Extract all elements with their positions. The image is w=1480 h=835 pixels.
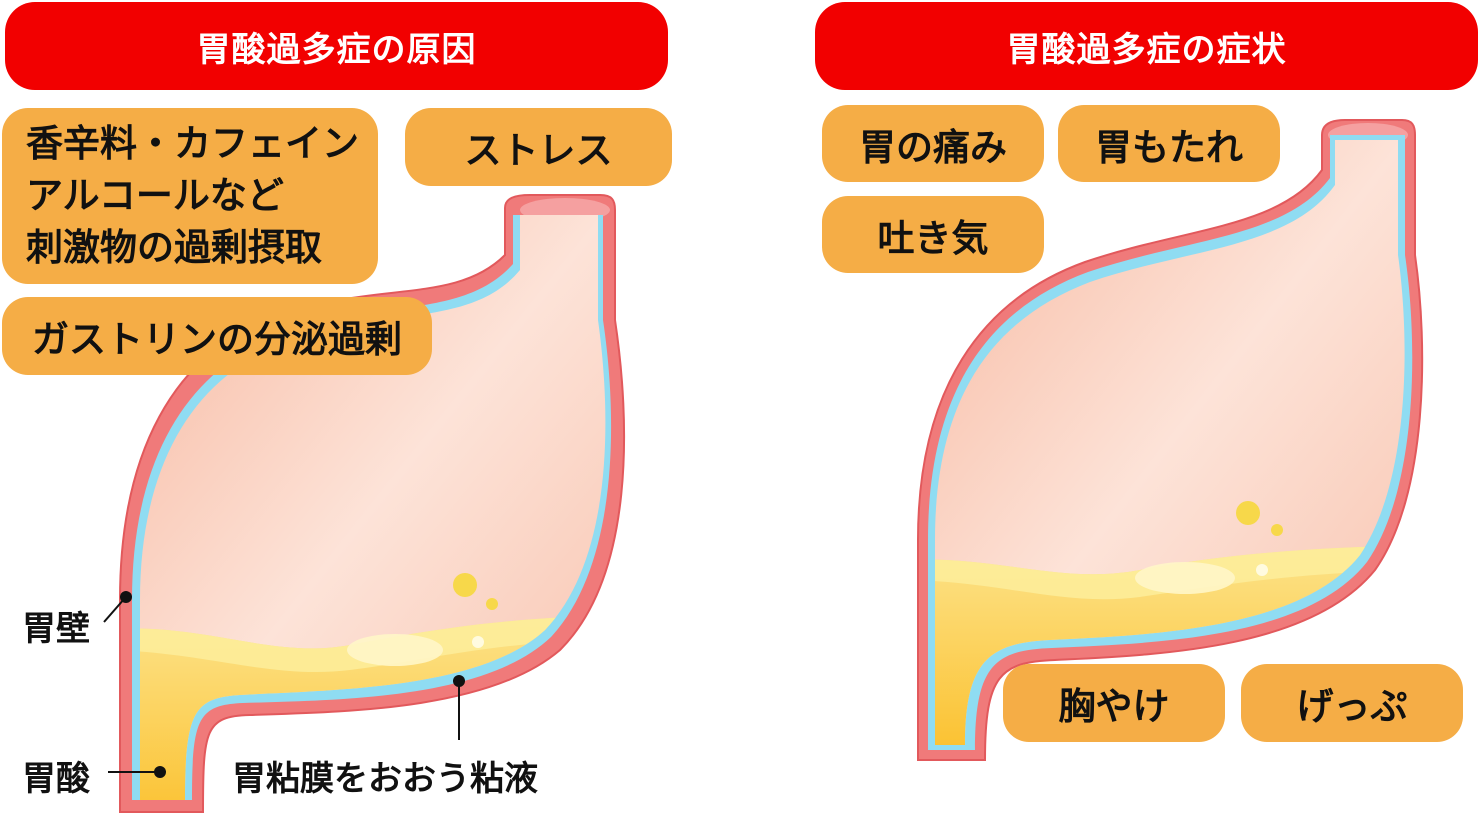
right-bubble-small — [1271, 524, 1283, 536]
symptom-burp-label: げっぷ — [1296, 685, 1408, 728]
symptom-pain-tag: 胃の痛み — [822, 105, 1044, 182]
symptom-heartburn-label: 胸やけ — [1058, 685, 1170, 728]
symptom-nausea-tag: 吐き気 — [822, 196, 1044, 273]
right-bubble-large — [1236, 501, 1260, 525]
cause-line-1: 香辛料・カフェイン — [26, 122, 359, 165]
symptom-heaviness-label: 胃もたれ — [1095, 125, 1243, 169]
symptoms-header: 胃酸過多症の症状 — [815, 2, 1478, 90]
left-bubble-small — [486, 598, 498, 610]
mucus-pointer-dot — [453, 675, 465, 687]
symptom-heaviness-tag: 胃もたれ — [1058, 105, 1280, 182]
wall-pointer-dot — [120, 591, 132, 603]
left-stomach — [119, 194, 626, 813]
symptom-heartburn-tag: 胸やけ — [1003, 664, 1225, 742]
causes-title: 胃酸過多症の原因 — [196, 29, 477, 70]
cause-stimulants-tag: 香辛料・カフェイン アルコールなど 刺激物の過剰摂取 — [2, 108, 378, 284]
symptom-pain-label: 胃の痛み — [859, 125, 1007, 169]
mucus-label: 胃粘膜をおおう粘液 — [232, 759, 538, 799]
label-pointers — [103, 591, 465, 778]
stomach-wall-label: 胃壁 — [22, 609, 90, 649]
cause-stress-label: ストレス — [464, 129, 613, 172]
acid-pointer-dot — [154, 766, 166, 778]
left-bubble-large — [453, 573, 477, 597]
cause-line-2: アルコールなど — [26, 174, 284, 217]
cause-gastrin-label: ガストリンの分泌過剰 — [32, 318, 402, 361]
symptom-nausea-label: 吐き気 — [877, 216, 989, 260]
causes-header: 胃酸過多症の原因 — [5, 2, 668, 90]
cause-line-3: 刺激物の過剰摂取 — [26, 226, 322, 269]
symptoms-title: 胃酸過多症の症状 — [1006, 29, 1287, 70]
gastric-acid-label: 胃酸 — [22, 759, 90, 799]
symptom-burp-tag: げっぷ — [1241, 664, 1463, 742]
cause-stress-tag: ストレス — [405, 108, 672, 186]
cause-gastrin-tag: ガストリンの分泌過剰 — [2, 297, 432, 375]
